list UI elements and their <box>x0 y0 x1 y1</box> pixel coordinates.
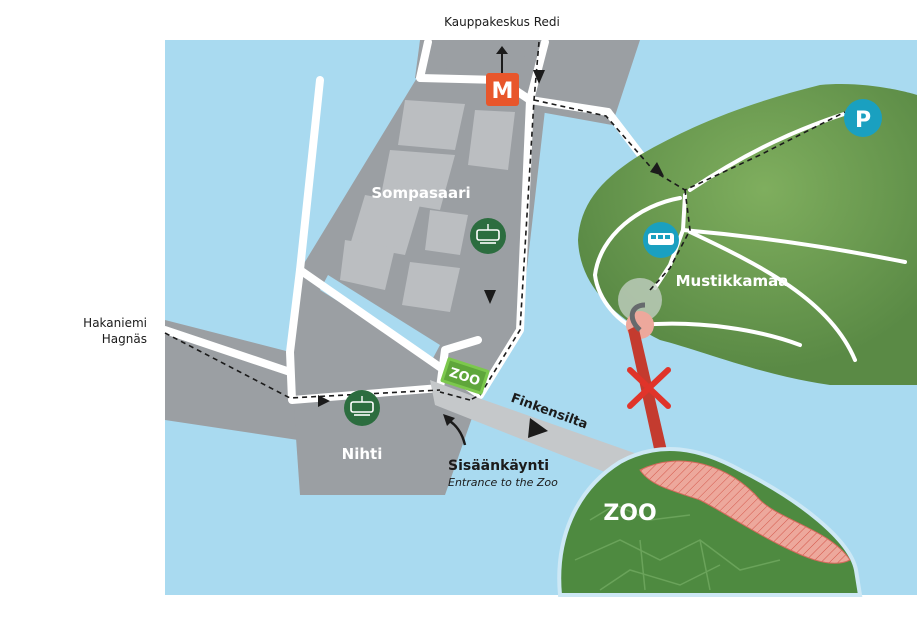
bus-icon <box>643 222 679 258</box>
walking-routes <box>164 41 846 401</box>
building-blocks <box>340 100 515 312</box>
zoo-entrance-sign: ZOO <box>440 357 490 395</box>
red-x-closed-icon <box>627 367 671 409</box>
parking-icon: P <box>844 99 882 137</box>
label-entrance-en: Entrance to the Zoo <box>448 476 558 489</box>
label-zoo-island: ZOO <box>603 501 656 526</box>
label-hagnas: Hagnäs <box>102 332 147 346</box>
tram-icon <box>344 390 380 426</box>
svg-text:P: P <box>855 108 871 133</box>
metro-station-icon: M <box>486 73 519 106</box>
zoo-island <box>557 446 863 597</box>
label-hakaniemi: Hakaniemi <box>83 316 147 330</box>
label-nihti: Nihti <box>342 445 383 463</box>
pier-hook <box>629 302 646 332</box>
label-kauppakeskus-redi: Kauppakeskus Redi <box>444 15 560 29</box>
label-entrance-fi: Sisäänkäynti <box>448 458 549 474</box>
canal <box>320 275 440 360</box>
tram-icon <box>470 218 506 254</box>
label-mustikkamaa: Mustikkamaa <box>676 272 789 290</box>
direction-arrows <box>318 70 664 438</box>
label-sompasaari: Sompasaari <box>371 184 470 202</box>
svg-text:M: M <box>492 79 514 104</box>
